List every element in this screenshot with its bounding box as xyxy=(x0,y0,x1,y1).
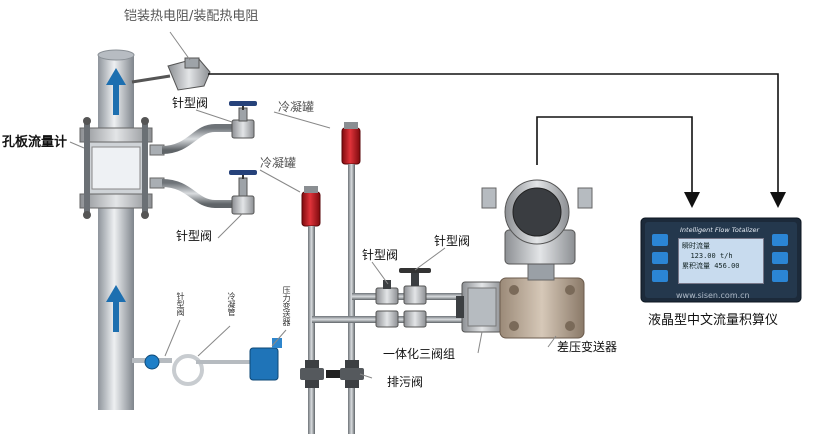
branch-valve-1 xyxy=(375,280,399,305)
label-drain-valve: 排污阀 xyxy=(387,375,424,389)
label-small-pressure-transmitter: 压力变送器 xyxy=(282,286,291,326)
impulse-line-lower xyxy=(161,179,232,208)
totalizer-screen: 瞬时流量 123.00 t/h 累积流量 456.00 xyxy=(678,238,764,284)
label-needle-valve-2: 针型阀 xyxy=(176,229,213,243)
rtd-leader xyxy=(169,31,191,61)
flow-arrow-lower xyxy=(106,285,126,332)
label-condenser-2: 冷凝罐 xyxy=(260,156,297,170)
totalizer-brand: Intelligent Flow Totalizer xyxy=(680,226,760,234)
main-pipe-top xyxy=(97,49,135,61)
branch-valve-3 xyxy=(375,310,427,328)
signal-wire-rtd xyxy=(208,73,786,208)
signal-wire-dp xyxy=(536,116,700,208)
label-dp-transmitter: 差压变送器 xyxy=(557,340,618,354)
branch-valve-2 xyxy=(399,268,431,305)
vertical-line-b xyxy=(308,226,315,434)
pressure-assembly xyxy=(132,319,287,386)
orifice-flange xyxy=(79,117,165,219)
label-needle-valve-3: 针型阀 xyxy=(362,248,399,262)
impulse-line-upper xyxy=(161,124,232,154)
needle-valve-lower xyxy=(229,170,257,215)
watermark-url: www.sisen.com.cn xyxy=(676,291,750,300)
dp-transmitter xyxy=(481,179,593,339)
label-needle-valve-4: 针型阀 xyxy=(434,234,471,248)
label-three-valve: 一体化三阀组 xyxy=(383,347,456,361)
flow-arrow-upper xyxy=(106,68,126,115)
label-totalizer: 液晶型中文流量积算仪 xyxy=(648,313,779,328)
label-needle-valve-1: 针型阀 xyxy=(172,96,209,110)
needle-valve-upper xyxy=(229,101,257,139)
label-small-needle-valve: 针型阀 xyxy=(176,292,185,316)
label-rtd: 铠装热电阻/装配热电阻 xyxy=(124,9,259,24)
condenser-lower xyxy=(301,186,321,227)
screen-line-1-value: 123.00 t/h xyxy=(690,252,733,260)
label-orifice: 孔板流量计 xyxy=(2,135,68,150)
vertical-line-a xyxy=(348,164,355,434)
screen-line-2: 累积流量 456.00 xyxy=(682,262,740,270)
drain-valves xyxy=(300,360,364,388)
label-small-condenser: 冷凝管 xyxy=(227,292,236,316)
label-condenser-1: 冷凝罐 xyxy=(278,100,315,114)
condenser-upper xyxy=(341,122,361,165)
three-valve-manifold xyxy=(456,281,503,333)
screen-line-1: 瞬时流量 xyxy=(682,242,710,250)
rtd-sensor xyxy=(131,57,211,91)
